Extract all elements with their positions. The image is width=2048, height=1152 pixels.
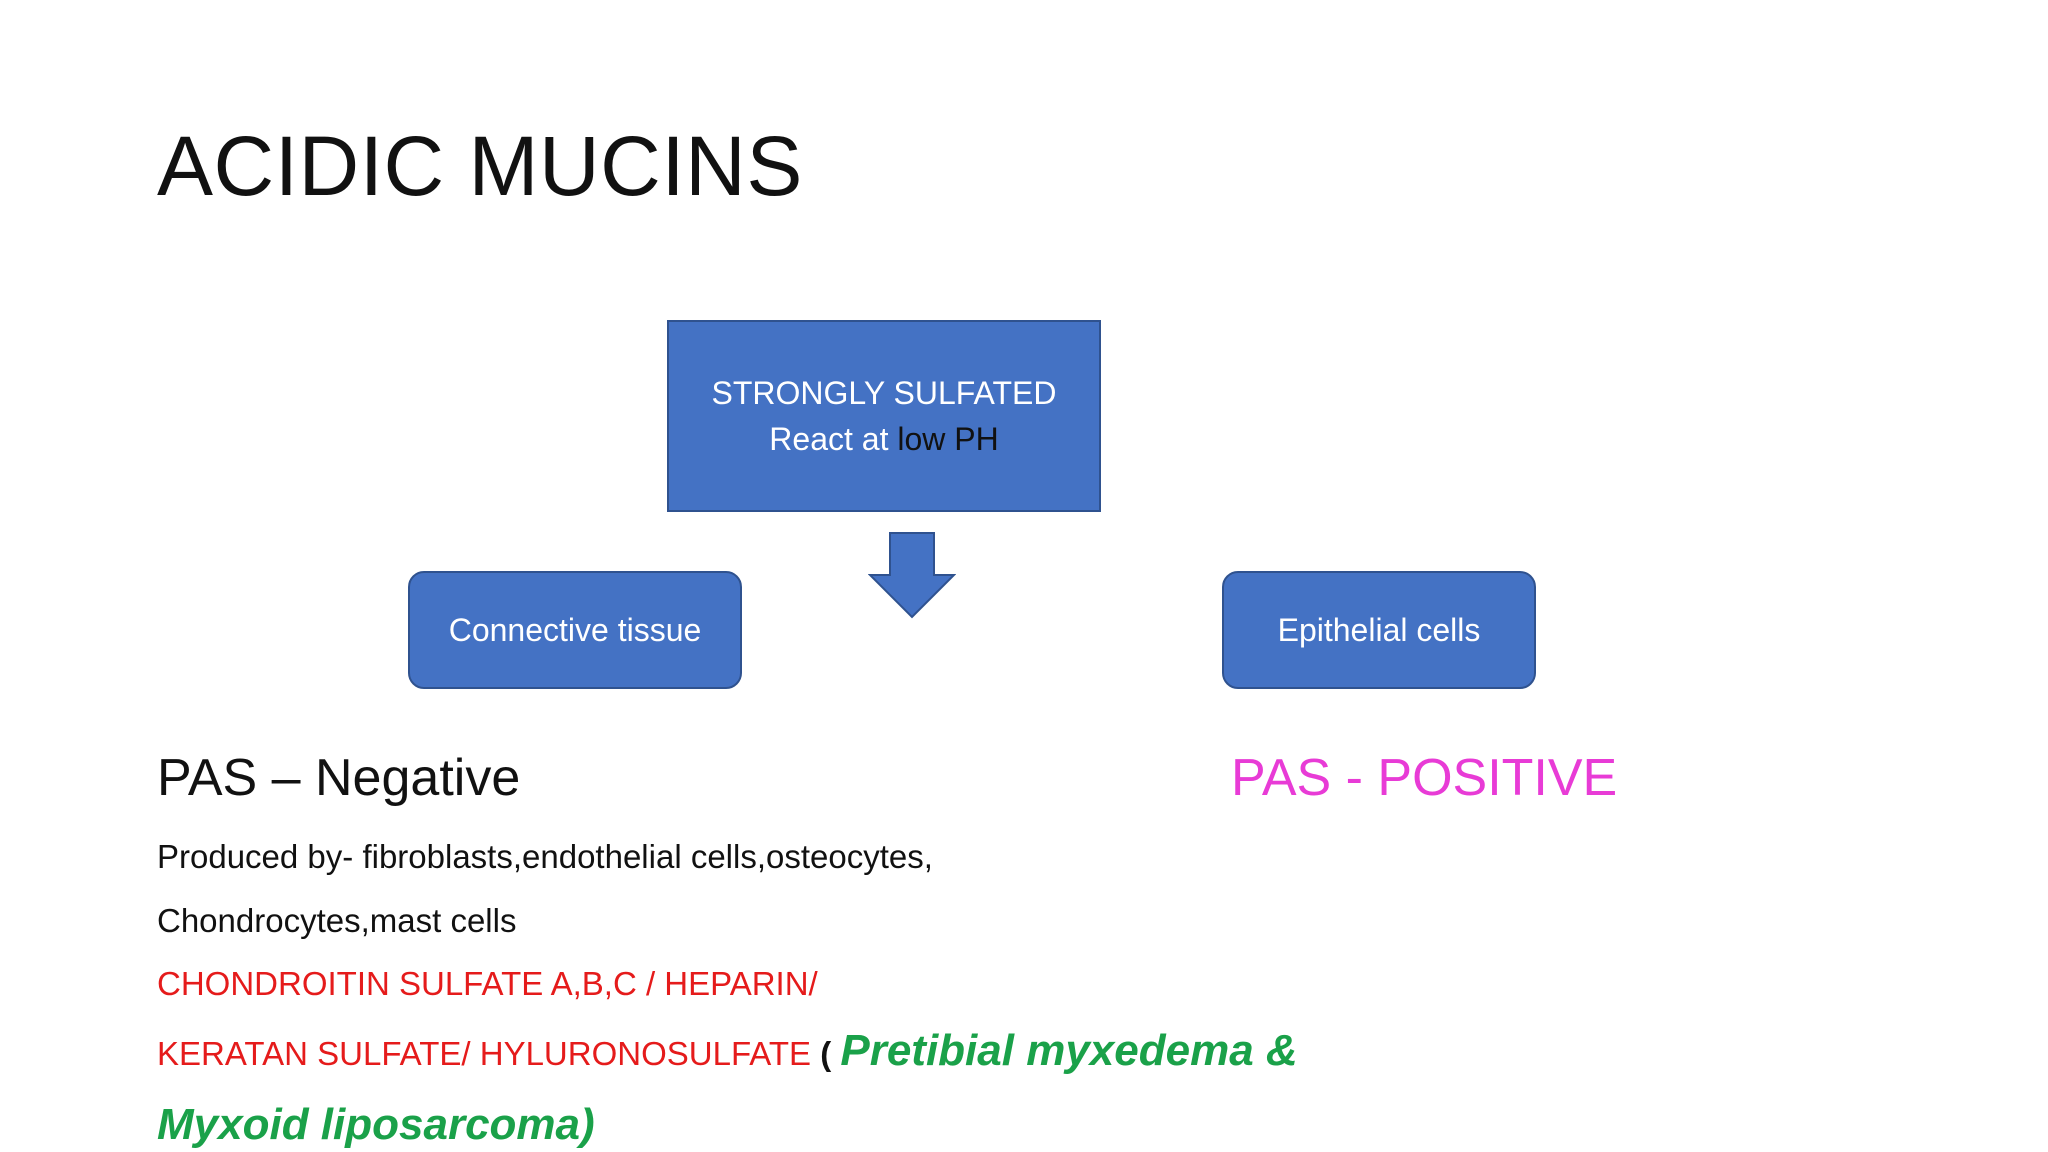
pas-negative-heading: PAS – Negative [157, 749, 521, 807]
open-paren: ( [811, 1035, 841, 1072]
top-box-line2: React at low PH [769, 416, 998, 462]
strongly-sulfated-box: STRONGLY SULFATED React at low PH [667, 320, 1101, 512]
connective-tissue-box: Connective tissue [408, 571, 742, 689]
produced-by-line-2: Chondrocytes,mast cells [157, 902, 517, 939]
slide-title: ACIDIC MUCINS [157, 119, 803, 213]
examples-line-2-text: KERATAN SULFATE/ HYLURONOSULFATE [157, 1035, 812, 1072]
disease-line-1: Pretibial myxedema & [840, 1026, 1298, 1075]
top-box-line2-part1: React at [769, 421, 898, 457]
down-arrow-icon [868, 532, 956, 619]
top-box-line2-part2: low PH [897, 421, 999, 457]
pas-positive-heading: PAS - POSITIVE [1231, 749, 1618, 807]
examples-line-2: KERATAN SULFATE/ HYLURONOSULFATE ( Preti… [157, 1026, 1298, 1076]
top-box-line1: STRONGLY SULFATED [711, 375, 1057, 411]
examples-line-1: CHONDROITIN SULFATE A,B,C / HEPARIN/ [157, 965, 818, 1002]
produced-by-line-1: Produced by- fibroblasts,endothelial cel… [157, 838, 933, 875]
epithelial-cells-box: Epithelial cells [1222, 571, 1536, 689]
disease-line-2: Myxoid liposarcoma) [157, 1100, 595, 1149]
